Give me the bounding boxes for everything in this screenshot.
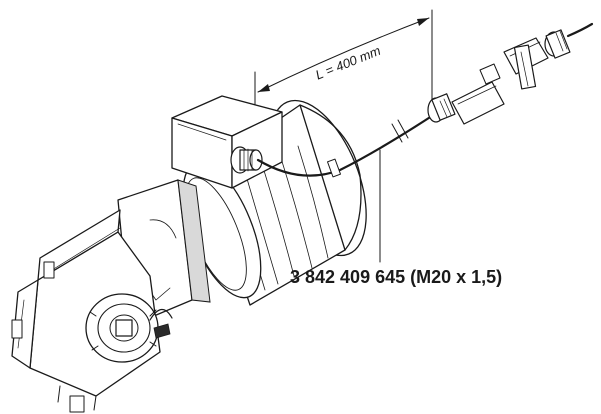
dimension-arrow-right [417, 18, 429, 26]
dimension-arrow-left [258, 84, 270, 92]
dimension-arc [257, 17, 430, 93]
mating-connector-socket [503, 22, 594, 90]
motor-cable [256, 110, 440, 263]
hollow-output-shaft [85, 293, 159, 363]
box-cable-gland [230, 146, 263, 174]
part-number-label: 3 842 409 645 (M20 x 1,5) [290, 267, 502, 287]
cable-connector-plug [427, 63, 505, 125]
dimension-label: L = 400 mm [313, 43, 383, 83]
gearbox [11, 179, 211, 413]
terminal-box [171, 95, 283, 189]
